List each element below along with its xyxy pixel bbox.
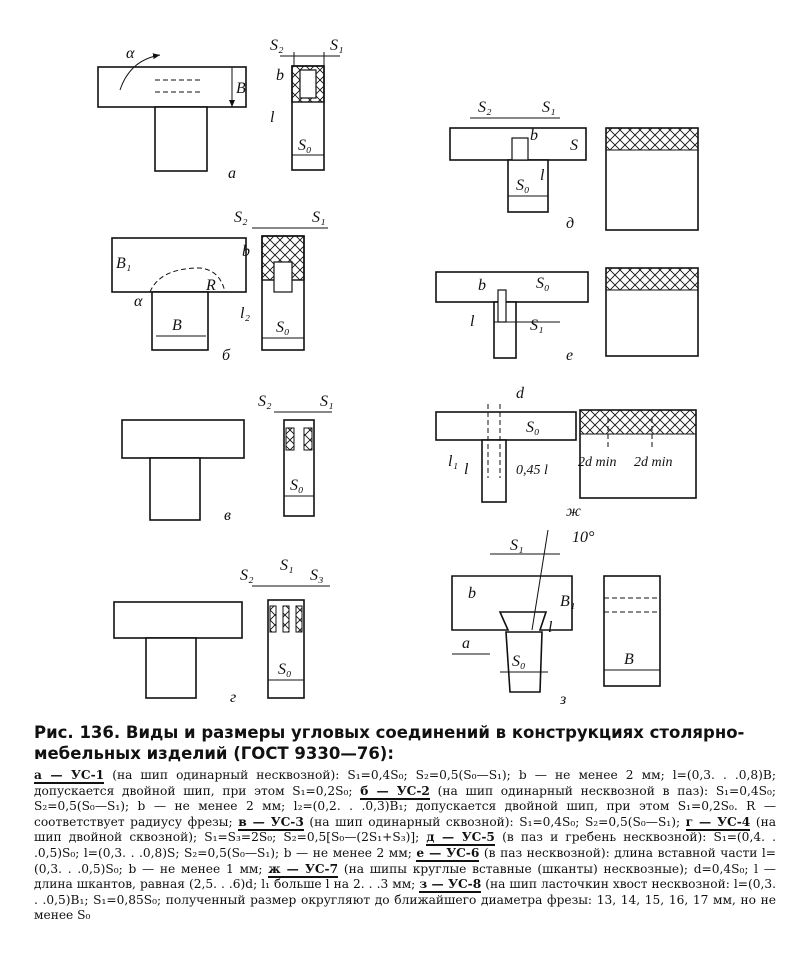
panel-v: S₂ S₁ S₀ в	[121, 393, 334, 524]
panel-z-b1: B₁	[560, 593, 575, 610]
text-us1: (на шип одинарный несквозной): S₁=0,4S₀;…	[34, 768, 776, 798]
panel-v-s2: S₂	[258, 393, 272, 410]
panel-z-b: b	[468, 585, 476, 602]
panel-d-s: S	[570, 137, 578, 154]
panel-b-l2: l₂	[240, 305, 250, 322]
panel-b-alpha: α	[134, 293, 143, 310]
panel-v-s0: S₀	[290, 477, 304, 494]
panel-e: b l S₀ S₁ е	[435, 267, 699, 364]
panel-d-letter: д	[566, 215, 574, 232]
panel-zh-letter: ж	[566, 503, 581, 520]
text-us7: (на шипы круглые вставные (шканты) нескв…	[34, 861, 776, 892]
panel-zh-d: d	[516, 385, 525, 402]
panel-z-s1: S₁	[510, 537, 524, 554]
panel-a-s2: S₂	[270, 37, 284, 54]
panel-a-width: B	[236, 80, 246, 97]
panel-e-b: b	[478, 277, 486, 294]
panel-a: α B S₂ S₁ b l S₀ а	[97, 37, 344, 182]
panel-z-l: l	[548, 619, 553, 636]
panel-g-s2: S₂	[240, 567, 254, 584]
panel-z-s0: S₀	[512, 653, 526, 670]
panel-b-s2: S₂	[234, 209, 248, 226]
panel-g-s1: S₁	[280, 557, 294, 574]
panel-zh-l1: l₁	[448, 453, 458, 470]
panel-d-s0: S₀	[516, 177, 530, 194]
code-us7: ж — УС-7	[268, 861, 339, 878]
panel-z-letter: з	[559, 691, 566, 708]
panel-b-r: R	[205, 277, 216, 294]
panel-b-s0: S₀	[276, 319, 290, 336]
panel-v-s1: S₁	[320, 393, 334, 410]
panel-b-b: b	[242, 243, 250, 260]
panel-a-letter: а	[228, 165, 236, 182]
panel-g-s0: S₀	[278, 661, 292, 678]
panel-z-angle: 10°	[572, 529, 595, 546]
figure-caption: Рис. 136. Виды и размеры угловых соедине…	[34, 722, 774, 764]
panel-zh-min2: 2d min	[634, 455, 673, 470]
panel-d-l: l	[540, 167, 545, 184]
panel-g: S₂ S₁ S₃ S₀ г	[113, 557, 330, 706]
panel-b-letter: б	[222, 347, 231, 364]
panel-a-angle: α	[126, 45, 135, 62]
panel-a-s1: S₁	[330, 37, 344, 54]
panel-e-letter: е	[566, 347, 573, 364]
panel-d-b: b	[530, 127, 538, 144]
text-us8: (на шип ласточкин хвост несквозной: l=(0…	[34, 877, 776, 923]
panel-zh-dim: 0,45 l	[516, 463, 548, 478]
figure-description: а — УС-1 (на шип одинарный несквозной): …	[34, 768, 776, 924]
panel-b-b1: B₁	[116, 255, 131, 272]
panel-g-letter: г	[230, 689, 236, 706]
text-us5: (в паз и гребень несквозной): S₁=(0,4. .…	[34, 830, 776, 860]
caption-number: Рис. 136.	[34, 723, 121, 742]
code-us8: з — УС-8	[419, 877, 482, 894]
panel-zh-l: l	[464, 461, 469, 478]
panel-z: S₁ 10° b B₁ l a S₀ з B	[451, 529, 661, 708]
panel-zh-min1: 2d min	[578, 455, 617, 470]
panel-g-s3: S₃	[310, 567, 324, 584]
caption-title: Виды и размеры угловых соединений в конс…	[34, 723, 745, 763]
panel-a-s0: S₀	[298, 137, 312, 154]
panel-d-s2: S₂	[478, 99, 492, 116]
panel-d-s1: S₁	[542, 99, 556, 116]
panel-e-l: l	[470, 313, 475, 330]
code-us5: д — УС-5	[426, 830, 495, 847]
panel-zh: d S₀ l₁ l 0,45 l ж 2d min 2d min	[435, 385, 697, 520]
code-us4: г — УС-4	[685, 814, 751, 831]
text-us6: (в паз несквозной): длина вставной части…	[34, 845, 776, 876]
code-us3: в — УС-3	[238, 814, 304, 831]
panel-b-s1: S₁	[312, 209, 326, 226]
panel-b: B₁ α R B S₂ S₁ b l₂ S₀ б	[111, 209, 328, 364]
panel-v-letter: в	[224, 507, 231, 524]
panel-z-width: B	[624, 651, 634, 668]
code-us2: б — УС-2	[360, 783, 430, 800]
panel-a-b: b	[276, 67, 284, 84]
code-us1: а — УС-1	[34, 768, 105, 784]
joint-diagram: α B S₂ S₁ b l S₀ а B₁ α R B S₂ S₁ b l₂	[97, 37, 699, 708]
panel-z-a: a	[462, 635, 470, 652]
panel-d: S₂ S₁ b S l S₀ д	[449, 99, 699, 232]
code-us6: е — УС-6	[416, 845, 480, 862]
panel-e-s1: S₁	[530, 317, 544, 334]
panel-e-s0: S₀	[536, 275, 550, 292]
text-us2: (на шип одинарный несквозной в паз): S₁=…	[34, 783, 776, 829]
text-us3: (на шип одинарный сквозной): S₁=0,4S₀; S…	[303, 814, 686, 829]
panel-zh-s0: S₀	[526, 419, 540, 436]
panel-a-l: l	[270, 109, 275, 126]
panel-b-width: B	[172, 317, 182, 334]
text-us4: (на шип двойной сквозной); S₁=S₃=2S₀; S₂…	[34, 814, 776, 845]
